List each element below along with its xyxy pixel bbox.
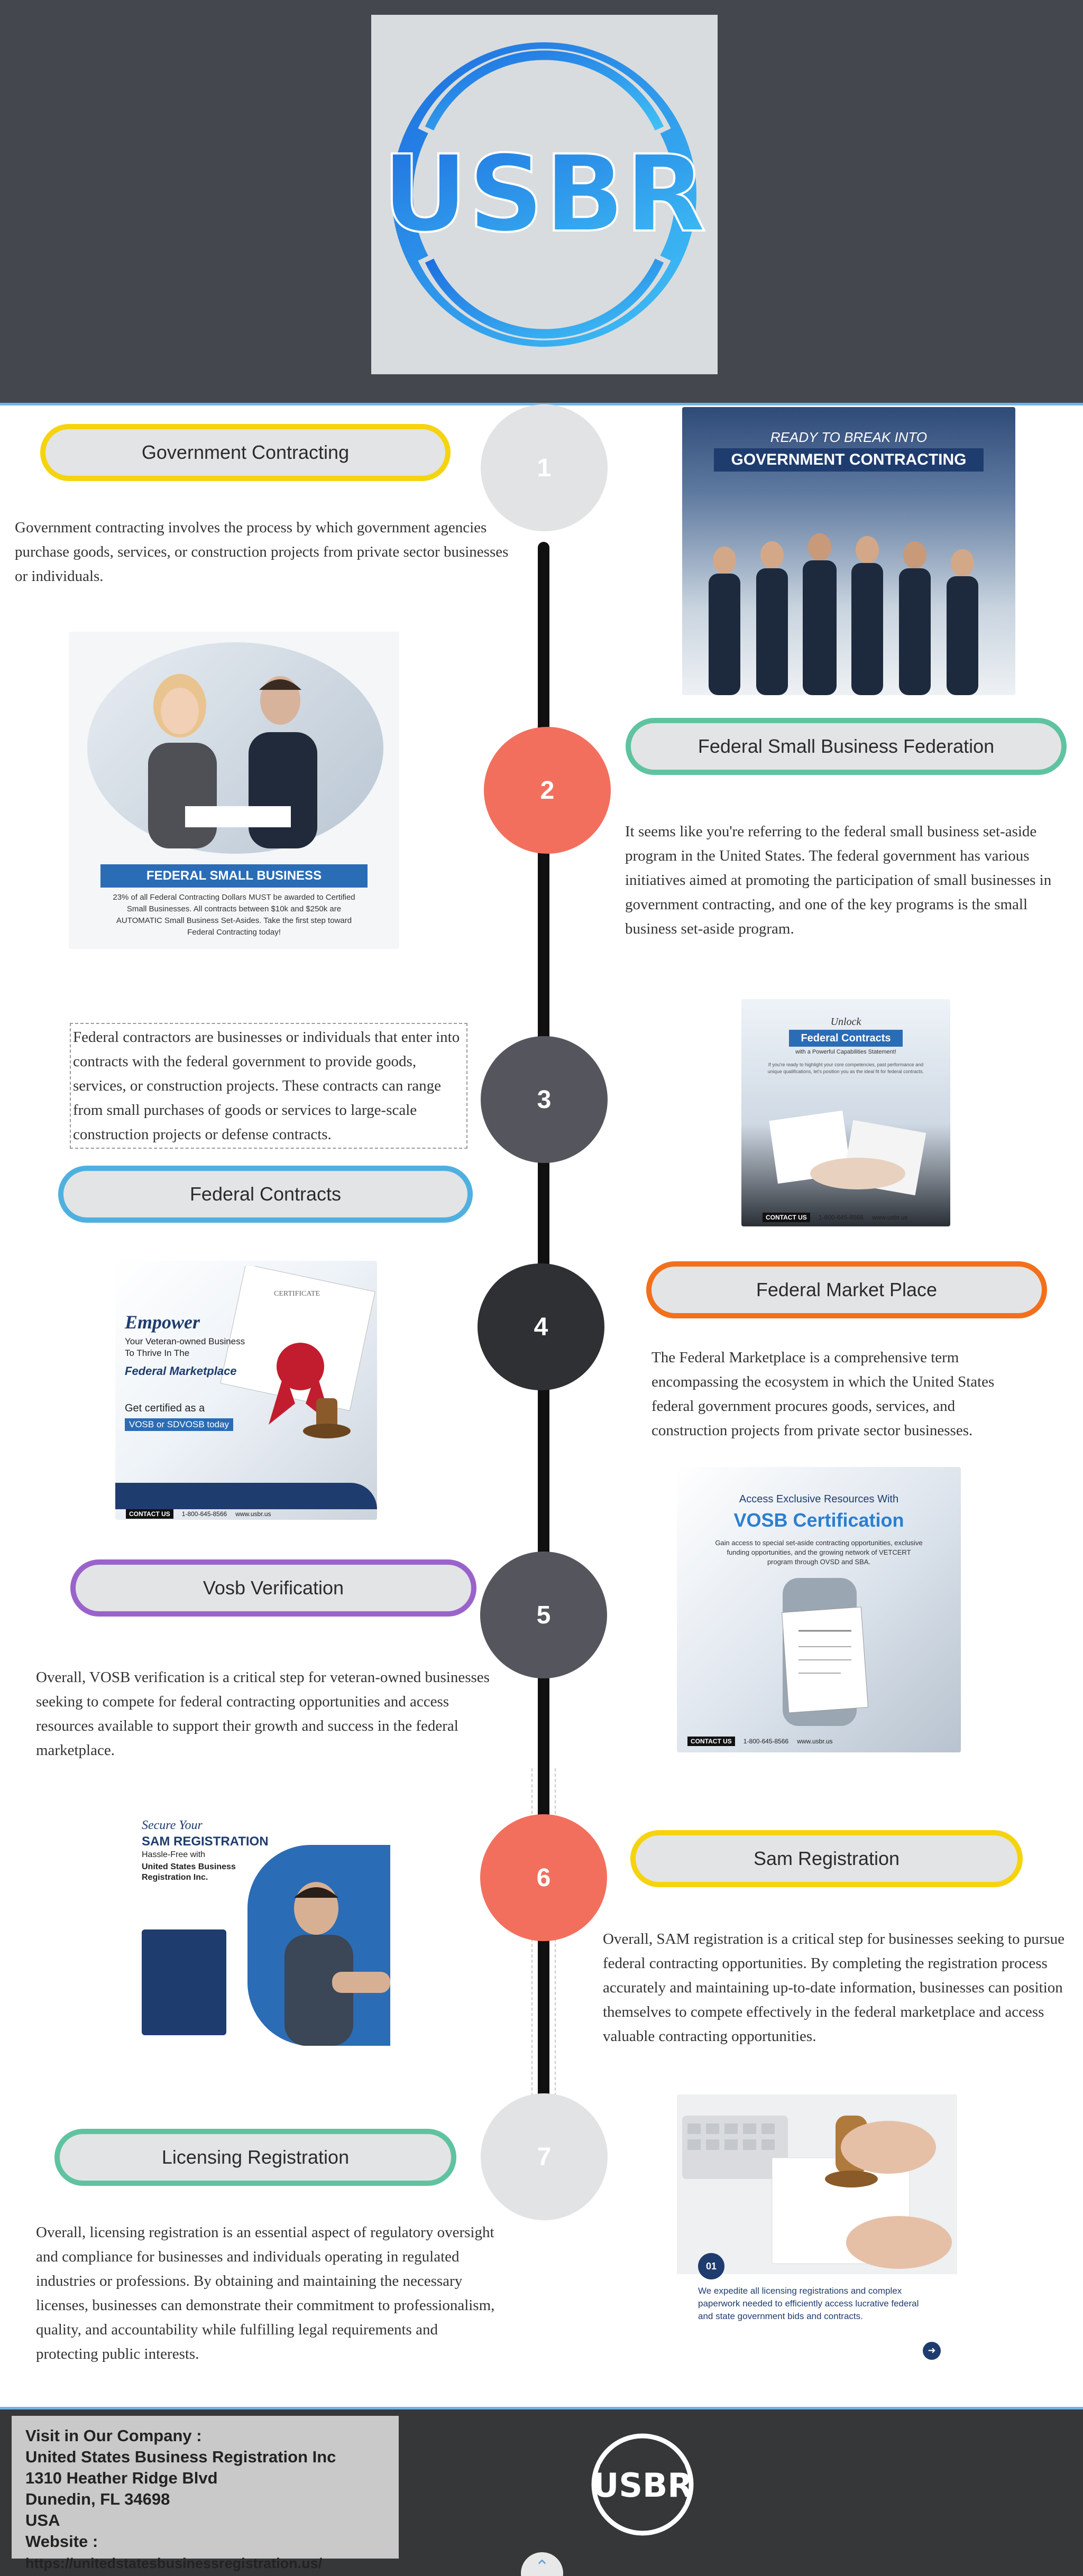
arrow-right-icon: ➜ bbox=[923, 2342, 941, 2360]
government-contracting-image: READY TO BREAK INTO GOVERNMENT CONTRACTI… bbox=[682, 407, 1015, 695]
section-title: Federal Market Place bbox=[756, 1279, 938, 1300]
city-state-zip: Dunedin, FL 34698 bbox=[25, 2490, 170, 2508]
web-text: www.usbr.us bbox=[235, 1510, 271, 1518]
image-text-title: SAM REGISTRATION bbox=[142, 1834, 269, 1849]
company-address-box: Visit in Our Company : United States Bus… bbox=[12, 2416, 399, 2571]
step-7-circle: 7 bbox=[481, 2093, 608, 2220]
section-title: Licensing Registration bbox=[161, 2146, 350, 2168]
image-text: United States Business Registration Inc. bbox=[142, 1862, 236, 1882]
section-2-text: It seems like you're referring to the fe… bbox=[625, 823, 1052, 937]
footer-usbr-logo: USBR bbox=[587, 2429, 698, 2540]
sam-registration-image: Secure Your SAM REGISTRATION Hassle-Free… bbox=[131, 1797, 390, 2054]
certification-caption: 23% of all Federal Contracting Dollars M… bbox=[113, 893, 355, 937]
website-link[interactable]: https://unitedstatesbusinessregistration… bbox=[25, 2555, 323, 2571]
image-text: Federal Marketplace bbox=[125, 1364, 237, 1378]
vosb-certification-image: Access Exclusive Resources With VOSB Cer… bbox=[677, 1467, 961, 1752]
company-name: United States Business Registration Inc bbox=[25, 2448, 336, 2466]
small-business-certification-image: FEDERAL SMALL BUSINESS CERTIFICATION 23%… bbox=[69, 632, 399, 949]
contact-us-label: CONTACT US bbox=[126, 1509, 173, 1519]
image-text: Get certified as a bbox=[125, 1402, 205, 1414]
contact-us-label: CONTACT US bbox=[687, 1737, 735, 1746]
section-4-text: The Federal Marketplace is a comprehensi… bbox=[651, 1349, 995, 1439]
step-3-circle: 3 bbox=[481, 1036, 608, 1163]
step-1-circle: 1 bbox=[481, 404, 608, 531]
licensing-registration-image: 01 We expedite all licensing registratio… bbox=[677, 2094, 957, 2369]
step-number: 6 bbox=[536, 1863, 551, 1892]
section-4-title-pill: Federal Market Place bbox=[646, 1261, 1047, 1318]
section-7-text: Overall, licensing registration is an es… bbox=[36, 2224, 495, 2362]
web-text: www.usbr.us bbox=[797, 1738, 833, 1745]
number-badge: 01 bbox=[698, 2253, 724, 2279]
step-number: 5 bbox=[536, 1601, 551, 1629]
section-1-title-pill: Government Contracting bbox=[40, 424, 451, 481]
image-text-banner: Federal Contracts bbox=[789, 1030, 903, 1047]
federal-contracts-image: Unlock Federal Contracts with a Powerful… bbox=[741, 999, 950, 1226]
image-text: Secure Your bbox=[142, 1818, 203, 1832]
image-text-title: VOSB Certification bbox=[733, 1509, 904, 1531]
step-number: 7 bbox=[537, 2143, 552, 2171]
section-3-text: Federal contractors are businesses or in… bbox=[70, 1023, 467, 1149]
phone-text: 1-800-645-8566 bbox=[181, 1510, 227, 1518]
section-2-title-pill: Federal Small Business Federation bbox=[626, 718, 1067, 775]
step-number: 1 bbox=[537, 454, 552, 482]
street-address: 1310 Heather Ridge Blvd bbox=[25, 2469, 218, 2487]
usbr-logo: USBR bbox=[371, 15, 718, 374]
logo-text: USBR bbox=[382, 133, 706, 256]
vosb-empower-image: CERTIFICATE Empower Your Veteran-owned B… bbox=[115, 1261, 377, 1520]
contact-bar: CONTACT US 1-800-645-8566 www.usbr.us bbox=[126, 1509, 271, 1519]
section-title: Vosb Verification bbox=[203, 1577, 344, 1599]
section-6-text: Overall, SAM registration is a critical … bbox=[603, 1931, 1065, 2045]
image-text: Hassle-Free with bbox=[142, 1850, 206, 1859]
section-1-text: Government contracting involves the proc… bbox=[15, 519, 509, 585]
section-title: Federal Small Business Federation bbox=[697, 735, 995, 757]
section-3-title-pill: Federal Contracts bbox=[58, 1166, 473, 1223]
step-number: 3 bbox=[537, 1085, 552, 1114]
step-number: 2 bbox=[540, 776, 555, 805]
phone-text: 1-800-645-8566 bbox=[818, 1214, 864, 1221]
step-6-circle: 6 bbox=[480, 1814, 607, 1941]
image-heading-small: READY TO BREAK INTO bbox=[770, 429, 928, 445]
contact-bar: CONTACT US 1-800-645-8566 www.usbr.us bbox=[687, 1737, 833, 1746]
contact-bar: CONTACT US 1-800-645-8566 www.usbr.us bbox=[763, 1213, 908, 1222]
visit-heading: Visit in Our Company : bbox=[25, 2426, 202, 2445]
image-text: If you're ready to highlight your core c… bbox=[767, 1062, 924, 1074]
website-label: Website : bbox=[25, 2532, 98, 2551]
section-title: Government Contracting bbox=[141, 441, 350, 463]
certification-banner: FEDERAL SMALL BUSINESS CERTIFICATION bbox=[100, 864, 368, 906]
image-text: Unlock bbox=[830, 1016, 861, 1028]
image-text: Your Veteran-owned Business To Thrive In… bbox=[125, 1336, 245, 1358]
image-text: Empower bbox=[125, 1312, 200, 1333]
step-4-circle: 4 bbox=[478, 1263, 604, 1390]
certificate-text: CERTIFICATE bbox=[274, 1290, 320, 1298]
phone-text: 1-800-645-8566 bbox=[743, 1738, 789, 1745]
image-text: Access Exclusive Resources With bbox=[739, 1493, 899, 1505]
step-5-circle: 5 bbox=[480, 1552, 607, 1678]
section-6-title-pill: Sam Registration bbox=[630, 1830, 1023, 1887]
section-5-title-pill: Vosb Verification bbox=[70, 1559, 476, 1617]
header-divider bbox=[0, 403, 1083, 405]
image-heading-banner: GOVERNMENT CONTRACTING bbox=[714, 448, 984, 472]
step-2-circle: 2 bbox=[484, 727, 611, 854]
section-7-title-pill: Licensing Registration bbox=[54, 2129, 456, 2186]
web-text: www.usbr.us bbox=[872, 1214, 908, 1221]
step-number: 4 bbox=[534, 1313, 548, 1341]
chevron-up-icon: ⌃ bbox=[534, 2556, 550, 2576]
section-title: Sam Registration bbox=[753, 1848, 900, 1869]
image-text: with a Powerful Capabilities Statement! bbox=[795, 1049, 896, 1055]
country: USA bbox=[25, 2511, 60, 2529]
section-title: Federal Contracts bbox=[189, 1183, 342, 1205]
footer-logo-text: USBR bbox=[592, 2466, 693, 2505]
image-text-badge: VOSB or SDVOSB today bbox=[125, 1418, 233, 1431]
image-text: We expedite all licensing registrations … bbox=[698, 2286, 919, 2321]
contact-us-label: CONTACT US bbox=[763, 1213, 810, 1222]
section-5-text: Overall, VOSB verification is a critical… bbox=[36, 1669, 490, 1759]
image-text: Gain access to special set-aside contrac… bbox=[715, 1539, 923, 1566]
